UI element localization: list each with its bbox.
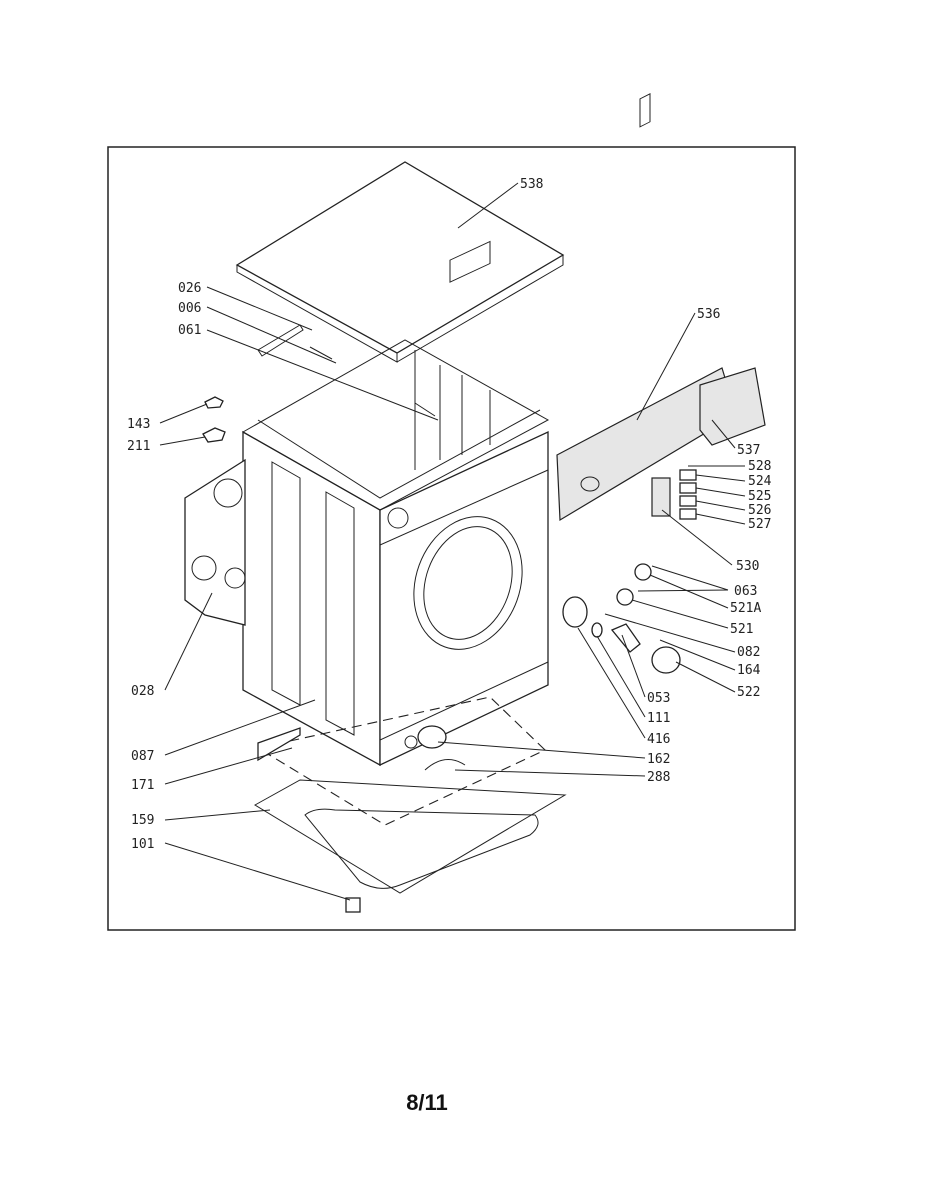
label-171: 171 xyxy=(131,778,154,793)
label-159: 159 xyxy=(131,813,154,828)
label-416: 416 xyxy=(647,732,670,747)
label-061: 061 xyxy=(178,323,201,338)
label-111: 111 xyxy=(647,711,670,726)
label-211: 211 xyxy=(127,439,150,454)
back-panel-part xyxy=(184,458,246,626)
label-525: 525 xyxy=(748,489,771,504)
cabinet-body-part xyxy=(241,240,550,767)
label-143: 143 xyxy=(127,417,150,432)
label-524: 524 xyxy=(748,474,772,489)
label-521A: 521A xyxy=(730,601,761,616)
label-053: 053 xyxy=(647,691,670,706)
label-538: 538 xyxy=(520,177,543,192)
label-521: 521 xyxy=(730,622,753,637)
label-101: 101 xyxy=(131,837,154,852)
label-063: 063 xyxy=(734,584,757,599)
leader-lines xyxy=(159,182,746,901)
label-087: 087 xyxy=(131,749,154,764)
small-parts xyxy=(202,324,697,913)
label-528: 528 xyxy=(748,459,771,474)
page-number: 8/11 xyxy=(406,1090,448,1115)
label-527: 527 xyxy=(748,517,771,532)
label-028: 028 xyxy=(131,684,154,699)
label-006: 006 xyxy=(178,301,201,316)
label-162: 162 xyxy=(647,752,670,767)
label-530: 530 xyxy=(736,559,759,574)
label-537: 537 xyxy=(737,443,760,458)
label-536: 536 xyxy=(697,307,720,322)
label-164: 164 xyxy=(737,663,761,678)
label-526: 526 xyxy=(748,503,771,518)
label-288: 288 xyxy=(647,770,670,785)
diagram-border xyxy=(107,146,796,931)
callout-labels: 538 026 006 061 536 143 211 537 528 524 … xyxy=(127,177,772,852)
label-082: 082 xyxy=(737,645,760,660)
label-026: 026 xyxy=(178,281,201,296)
label-522: 522 xyxy=(737,685,760,700)
top-cover-part xyxy=(235,161,565,363)
